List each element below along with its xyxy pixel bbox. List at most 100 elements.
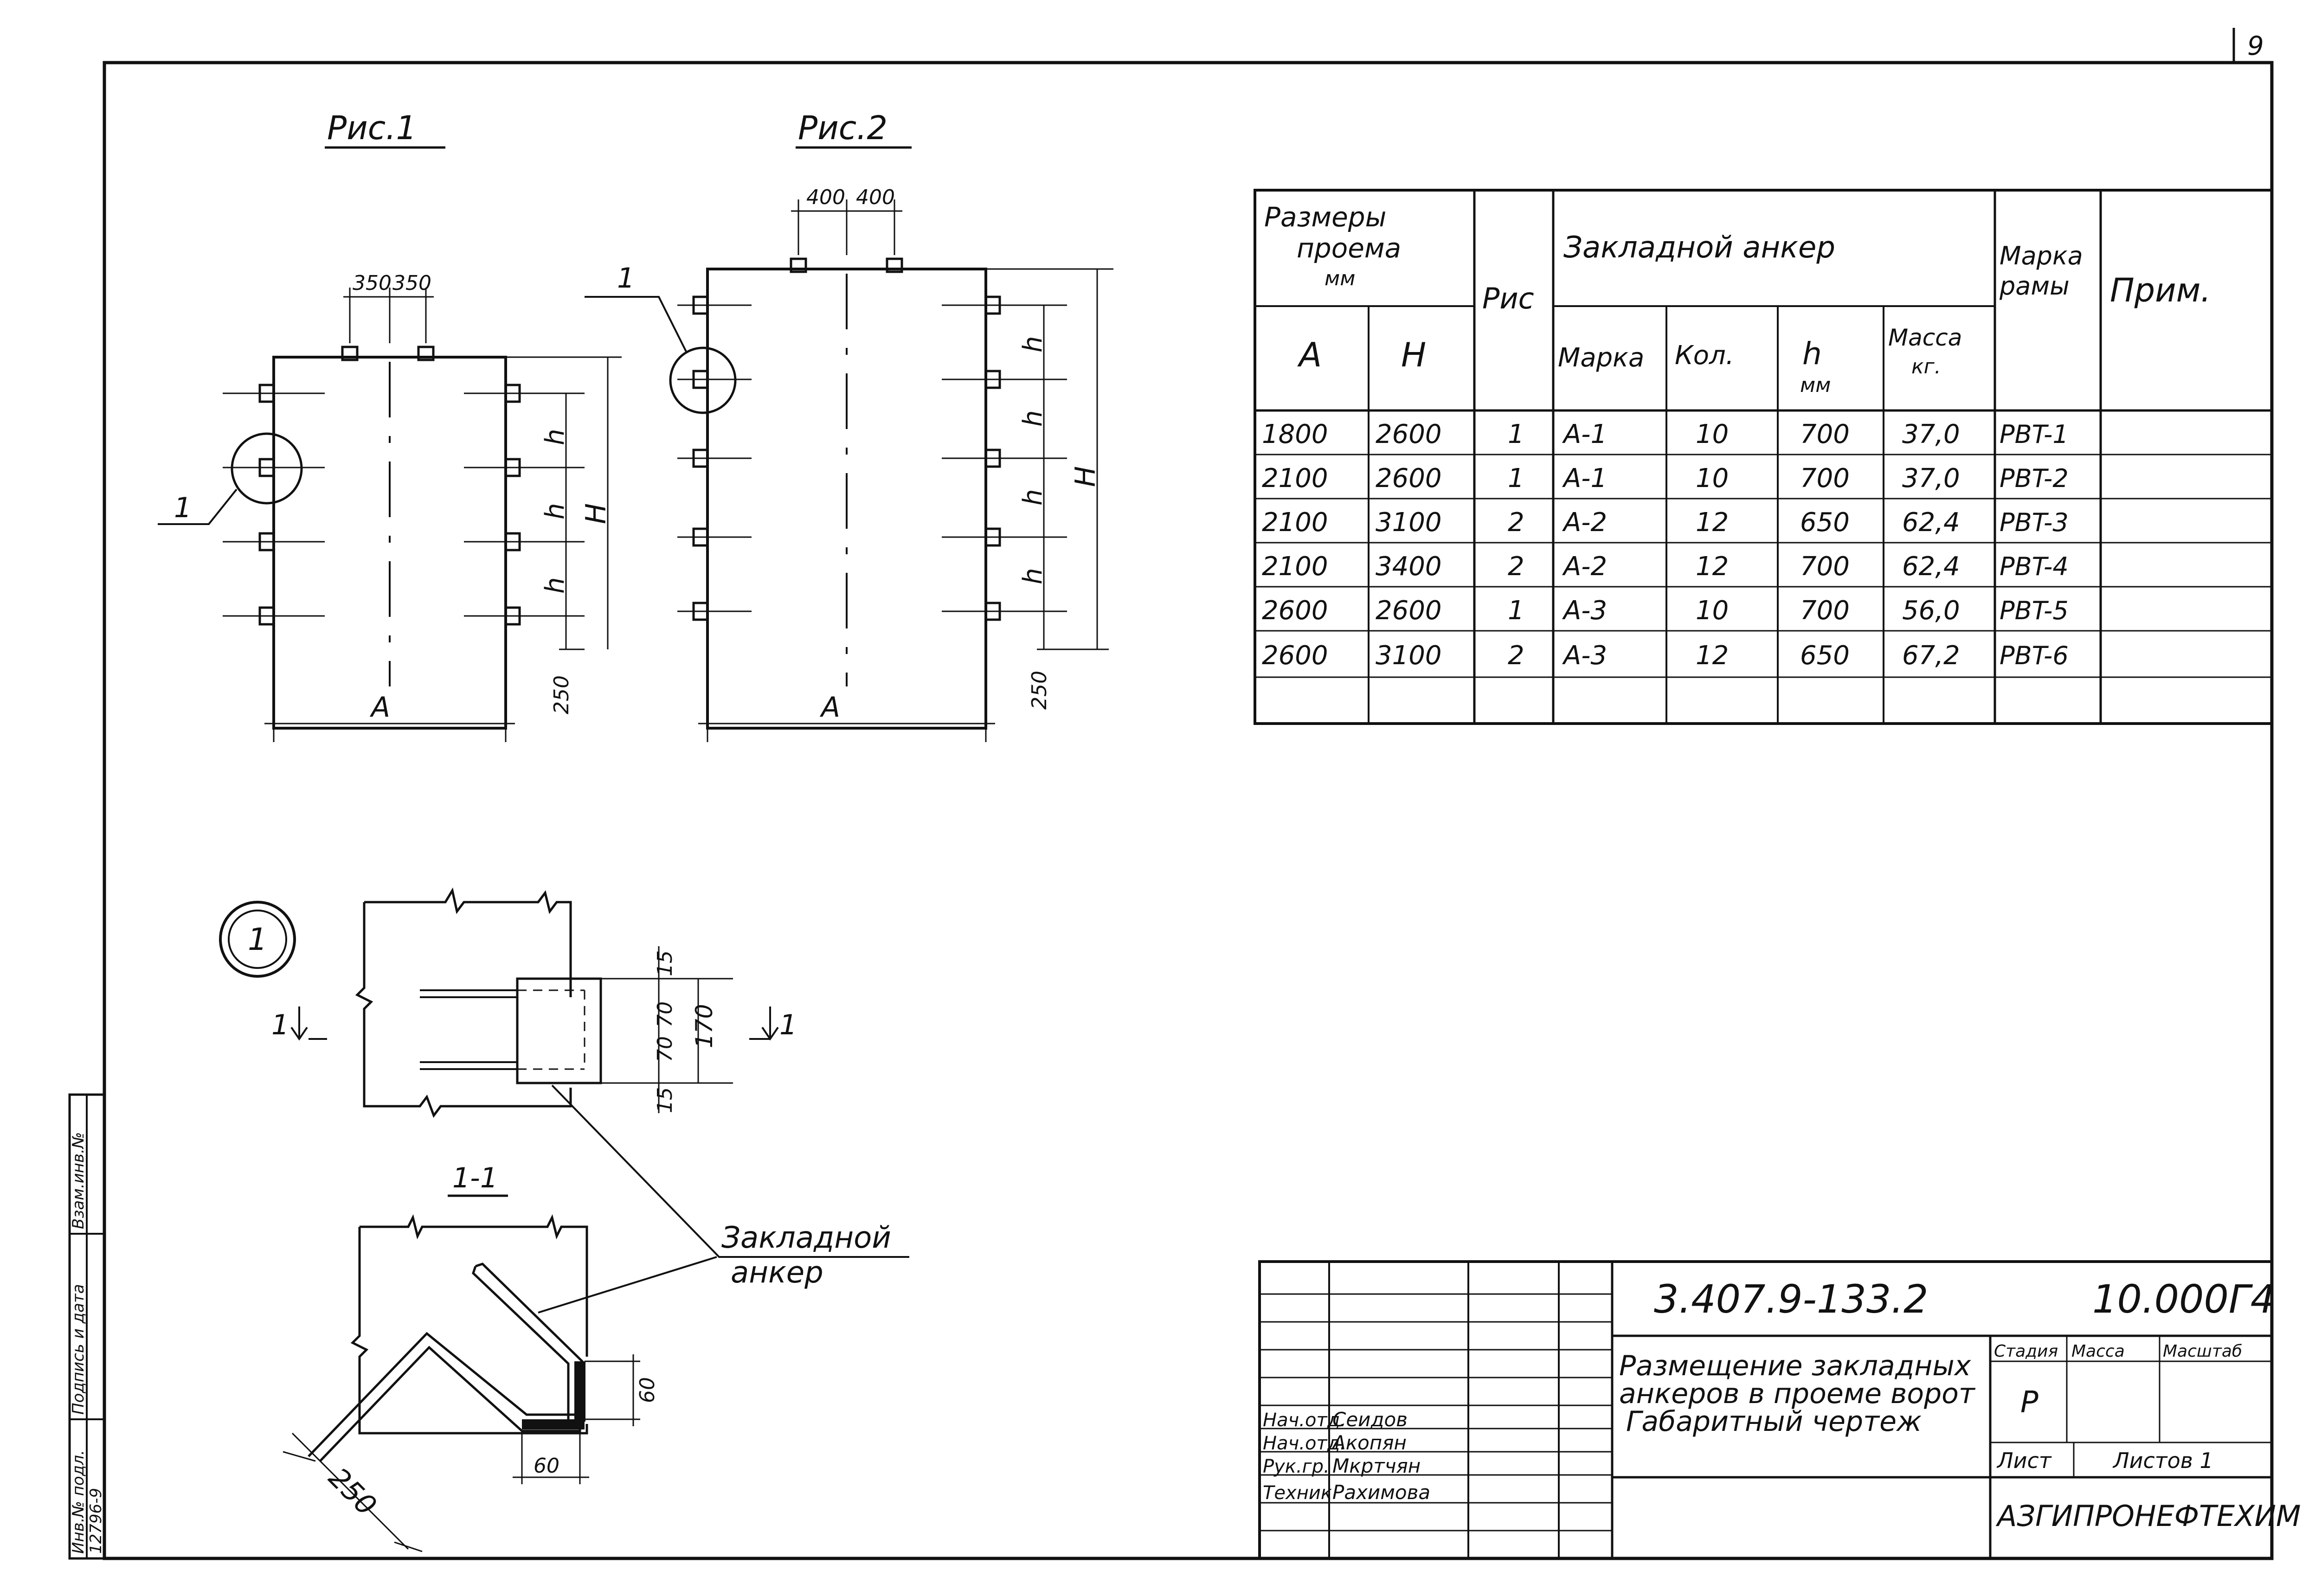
person-role: Техник [1263, 1482, 1332, 1504]
th-sizes-2: проема [1297, 232, 1401, 264]
node-dim-170: 170 [691, 1004, 718, 1048]
node-dim-15-bottom: 15 [653, 1087, 677, 1113]
cell-mark: A-3 [1562, 641, 1607, 671]
cell-h: 700 [1800, 463, 1850, 494]
person-role: Нач.отд. [1263, 1410, 1346, 1431]
cell-H: 3400 [1376, 551, 1442, 582]
fig2-dim-h-2: h [1018, 410, 1048, 427]
cell-mark: A-1 [1562, 419, 1607, 449]
cell-qty: 12 [1696, 507, 1729, 538]
fig1-dim-H: H [580, 503, 612, 524]
title-line-2: анкеров в проеме ворот [1619, 1378, 1976, 1410]
fig1-dim-top-right: 350 [392, 271, 431, 295]
cell-frame: PBT-5 [2000, 596, 2069, 625]
node-1-detail: 1 1 1 15 70 70 15 170 1-1 [219, 887, 909, 1552]
cell-mass: 37,0 [1902, 463, 1960, 494]
sheet-label: Лист [1996, 1448, 2052, 1473]
cell-mass: 37,0 [1902, 419, 1960, 449]
cell-frame: PBT-4 [2000, 552, 2069, 581]
fig1-callout-circle [231, 432, 303, 505]
anchor-label-line2: анкер [731, 1256, 823, 1290]
cell-A: 1800 [1262, 419, 1328, 449]
cell-frame: PBT-3 [2000, 508, 2069, 537]
cell-qty: 10 [1696, 419, 1729, 449]
scale-label: Масштаб [2163, 1342, 2242, 1361]
figure-1-caption: Рис.1 [327, 109, 417, 147]
fig2-right-anchors [942, 295, 1067, 621]
node-1-marker-outer [219, 901, 296, 978]
th-sizes-3: мм [1325, 267, 1355, 290]
cell-frame: PBT-6 [2000, 641, 2069, 670]
th-mass-1: Масса [1888, 324, 1962, 351]
th-mark: Марка [1558, 343, 1644, 373]
sheets-label: Листов 1 [2112, 1448, 2213, 1473]
cell-mark: A-1 [1562, 463, 1607, 494]
title-line-1: Размещение закладных [1619, 1350, 1971, 1382]
cell-H: 3100 [1376, 641, 1442, 671]
table-row: 2100 2600 1 A-1 10 700 37,0 PBT-2 [1262, 463, 2069, 494]
th-h-2: мм [1800, 373, 1831, 397]
fig1-dim-top-left: 350 [353, 271, 392, 295]
fig1-callout-label: 1 [174, 492, 192, 524]
cell-mass: 67,2 [1902, 641, 1960, 671]
node-dim-70-b: 70 [653, 1036, 677, 1062]
side-stamp-inv-label: Инв.№ подл. [69, 1450, 88, 1554]
person-role: Рук.гр. [1263, 1456, 1330, 1477]
cell-A: 2100 [1262, 463, 1328, 494]
section-mark-left: 1 [271, 1009, 289, 1041]
title-line-3: Габаритный чертеж [1626, 1405, 1922, 1438]
section-mark-right: 1 [779, 1009, 797, 1041]
sheet-code: 10.000Г4 [2092, 1276, 2275, 1322]
mass-label: Масса [2071, 1342, 2125, 1361]
person-name: Мкртчян [1332, 1455, 1421, 1477]
person-role: Нач.отд. [1263, 1433, 1346, 1454]
table-row: 2600 3100 2 A-3 12 650 67,2 PBT-6 [1262, 641, 2069, 671]
node-1-marker-label: 1 [248, 922, 267, 957]
cell-mark: A-2 [1562, 551, 1607, 582]
th-frame-2: рамы [1999, 271, 2070, 301]
cell-mass: 62,4 [1902, 507, 1960, 538]
cell-H: 2600 [1376, 419, 1442, 449]
fig2-dim-A: A [819, 691, 840, 724]
fig2-dim-h-3: h [1018, 489, 1048, 506]
cell-A: 2600 [1262, 641, 1328, 671]
th-fig: Рис [1482, 282, 1534, 315]
fig1-right-anchors [464, 384, 585, 626]
node-dim-60-vertical: 60 [636, 1377, 659, 1403]
person-name: Акопян [1331, 1431, 1407, 1454]
cell-fig: 2 [1508, 551, 1524, 582]
table-row: 1800 2600 1 A-1 10 700 37,0 PBT-1 [1262, 419, 2069, 449]
section-1-1-title: 1-1 [452, 1162, 498, 1194]
title-block: 3.407.9-133.2 10.000Г4 Размещение заклад… [1258, 1260, 2301, 1560]
th-h-1: h [1802, 336, 1822, 372]
fig1-dim-h-3: h [540, 577, 570, 594]
side-stamp-replace-label: Взам.инв.№ [69, 1132, 88, 1229]
figure-2-caption: Рис.2 [798, 109, 887, 147]
cell-frame: PBT-1 [2000, 420, 2069, 449]
cell-fig: 1 [1508, 419, 1524, 449]
fig2-dim-250: 250 [1028, 671, 1051, 710]
cell-qty: 12 [1696, 641, 1729, 671]
fig2-callout-label: 1 [617, 262, 635, 295]
table-row: 2100 3400 2 A-2 12 700 62,4 PBT-4 [1262, 551, 2069, 582]
cell-H: 3100 [1376, 507, 1442, 538]
th-note: Прим. [2110, 271, 2211, 309]
cell-h: 700 [1800, 551, 1850, 582]
cell-h: 700 [1800, 419, 1850, 449]
anchor-label-line1: Закладной [721, 1221, 891, 1255]
fig2-dim-H: H [1069, 466, 1102, 487]
th-sizes-1: Размеры [1264, 201, 1386, 233]
node-dim-60-horizontal: 60 [534, 1454, 559, 1478]
side-stamp-inv-value: 12796-9 [87, 1488, 105, 1554]
cell-fig: 2 [1508, 641, 1524, 671]
cell-qty: 10 [1696, 596, 1729, 626]
cell-A: 2100 [1262, 507, 1328, 538]
doc-code: 3.407.9-133.2 [1654, 1276, 1928, 1322]
cell-A: 2100 [1262, 551, 1328, 582]
node-1-marker-inner [228, 910, 287, 969]
table-row: 2600 2600 1 A-3 10 700 56,0 PBT-5 [1262, 596, 2069, 626]
cell-H: 2600 [1376, 463, 1442, 494]
fig2-dim-top-right: 400 [856, 186, 895, 209]
fig2-callout-circle [669, 346, 737, 414]
stage-value: Р [2020, 1385, 2038, 1420]
